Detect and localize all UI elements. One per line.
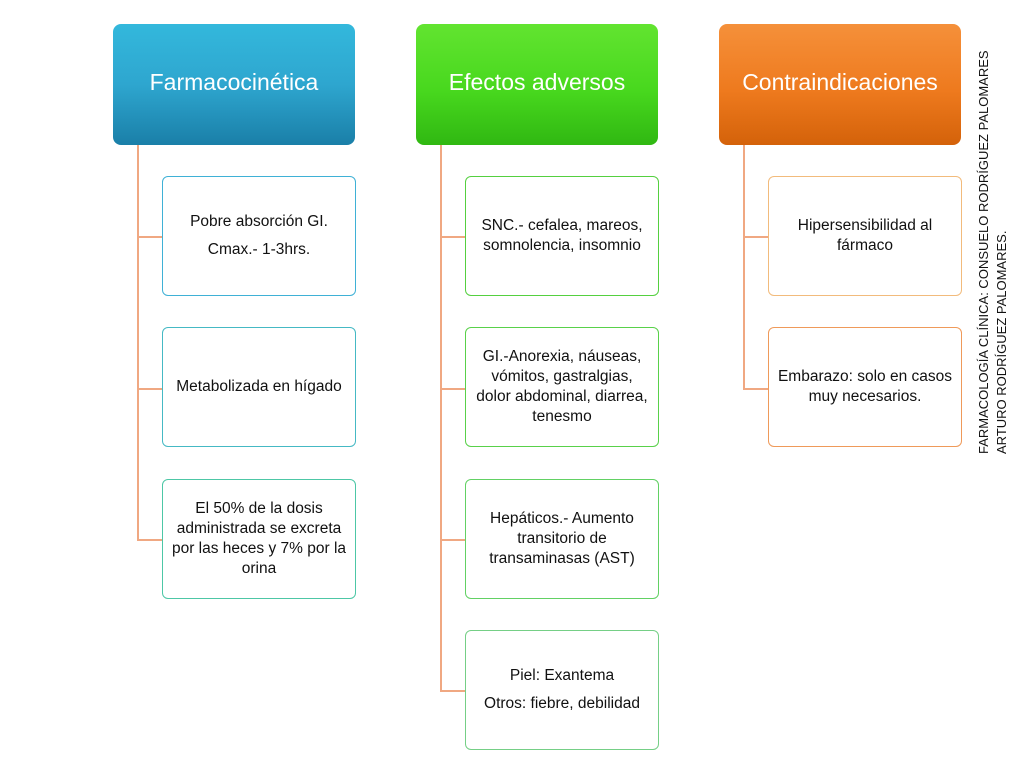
connector-vertical-col3	[743, 145, 745, 389]
side-note-line-1: FARMACOLOGÍA CLÍNICA: CONSUELO RODRÍGUEZ…	[976, 50, 991, 454]
side-note-text: FARMACOLOGÍA CLÍNICA: CONSUELO RODRÍGUEZ…	[975, 18, 1015, 454]
card-embarazo: Embarazo: solo en casos muy necesarios.	[768, 327, 962, 447]
header-contraindicaciones: Contraindicaciones	[719, 24, 961, 145]
card-hepaticos-line-1: Hepáticos.- Aumento transitorio de trans…	[489, 510, 635, 567]
card-snc-line-1: SNC.- cefalea, mareos, somnolencia, inso…	[481, 217, 643, 254]
card-piel-otros: Piel: Exantema Otros: fiebre, debilidad	[465, 630, 659, 750]
header-farmacocinetica: Farmacocinética	[113, 24, 355, 145]
connector-vertical-col1	[137, 145, 139, 540]
card-metabolismo: Metabolizada en hígado	[162, 327, 356, 447]
card-metabolismo-line-1: Metabolizada en hígado	[176, 378, 342, 395]
card-excrecion: El 50% de la dosis administrada se excre…	[162, 479, 356, 599]
connector-vertical-col2	[440, 145, 442, 691]
header-efectos-adversos-label: Efectos adversos	[448, 69, 626, 95]
connector-branch-col2-4	[440, 690, 465, 692]
card-excrecion-line-1: El 50% de la dosis administrada se excre…	[171, 500, 347, 577]
card-gi: GI.-Anorexia, náuseas, vómitos, gastralg…	[465, 327, 659, 447]
connector-branch-col1-1	[137, 236, 162, 238]
card-absorcion-line-2: Cmax.- 1-3hrs.	[207, 241, 311, 258]
card-absorcion: Pobre absorción GI. Cmax.- 1-3hrs.	[162, 176, 356, 296]
connector-branch-col3-1	[743, 236, 768, 238]
connector-branch-col2-2	[440, 388, 465, 390]
connector-branch-col2-1	[440, 236, 465, 238]
header-efectos-adversos: Efectos adversos	[416, 24, 658, 145]
connector-branch-col1-2	[137, 388, 162, 390]
side-note-line-2: ARTURO RODRÍGUEZ PALOMARES.	[994, 230, 1009, 454]
card-embarazo-line-1: Embarazo: solo en casos muy necesarios.	[777, 368, 953, 405]
side-note: FARMACOLOGÍA CLÍNICA: CONSUELO RODRÍGUEZ…	[975, 18, 1015, 454]
card-hipersensibilidad-line-1: Hipersensibilidad al fármaco	[797, 217, 933, 254]
connector-branch-col3-2	[743, 388, 768, 390]
connector-branch-col1-3	[137, 539, 162, 541]
card-absorcion-line-1: Pobre absorción GI.	[190, 213, 328, 230]
header-farmacocinetica-label: Farmacocinética	[149, 69, 319, 95]
connector-branch-col2-3	[440, 539, 465, 541]
card-snc: SNC.- cefalea, mareos, somnolencia, inso…	[465, 176, 659, 296]
card-piel-otros-line-2: Otros: fiebre, debilidad	[484, 695, 640, 712]
card-hipersensibilidad: Hipersensibilidad al fármaco	[768, 176, 962, 296]
header-contraindicaciones-label: Contraindicaciones	[742, 69, 938, 95]
card-gi-line-1: GI.-Anorexia, náuseas, vómitos, gastralg…	[476, 348, 648, 425]
card-piel-otros-line-1: Piel: Exantema	[509, 667, 615, 684]
card-hepaticos: Hepáticos.- Aumento transitorio de trans…	[465, 479, 659, 599]
